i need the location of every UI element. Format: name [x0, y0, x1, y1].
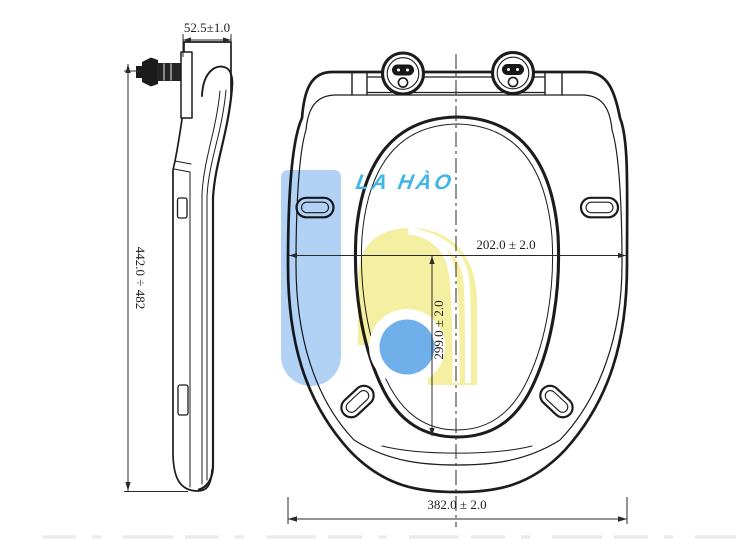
- hinge-cap-left: [380, 51, 426, 96]
- dim-hinge-width: [182, 34, 232, 57]
- dim-text-overall-height: 442.0 ÷ 482: [133, 246, 148, 310]
- dim-text-width-at-section: 202.0 ± 2.0: [476, 237, 536, 252]
- slot-upper-right: [579, 196, 620, 219]
- dim-opening-length: [429, 256, 435, 436]
- dim-width-at-section: [289, 252, 626, 259]
- side-view: [136, 41, 234, 492]
- watermark-logo-blue-slab: [281, 170, 341, 386]
- seat-opening-outline: [353, 115, 561, 439]
- slot-lower-left: [340, 384, 375, 419]
- watermark-logo-arch: [358, 227, 477, 385]
- dim-overall-width: [287, 497, 628, 524]
- seat-outer-outline: [286, 70, 629, 494]
- watermark-logo-disc: [379, 319, 435, 375]
- dim-text-hinge-width: 52.5±1.0: [183, 20, 231, 35]
- front-view: [286, 50, 629, 494]
- slot-lower-right: [539, 384, 574, 419]
- dim-overall-height: [124, 64, 188, 492]
- hinge-cap-right: [490, 50, 536, 96]
- dim-text-opening-length: 299.0 ± 2.0: [431, 300, 446, 360]
- dim-text-overall-width: 382.0 ± 2.0: [427, 497, 487, 512]
